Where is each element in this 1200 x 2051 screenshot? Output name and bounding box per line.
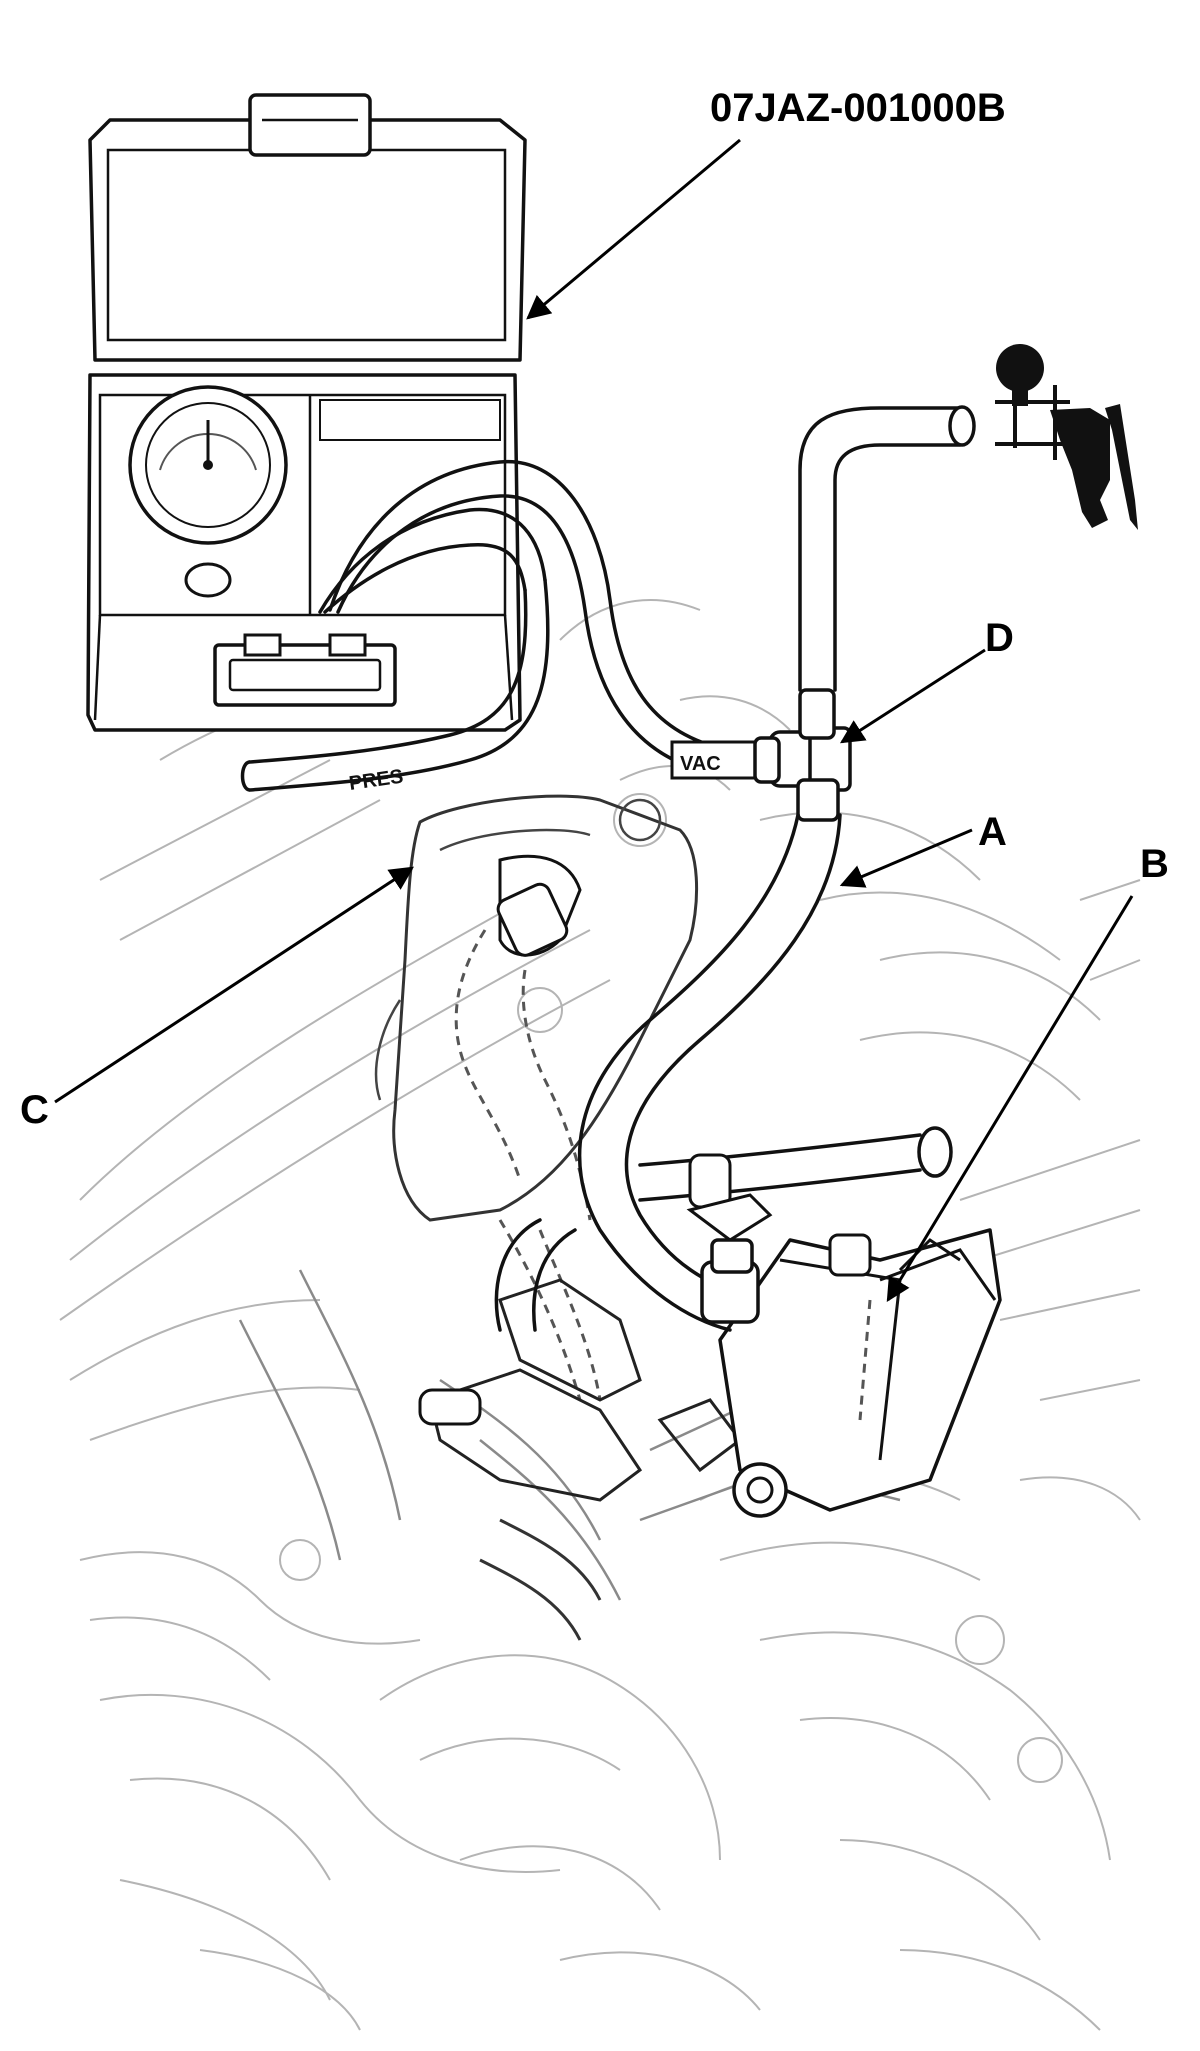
t-fitting (753, 688, 852, 822)
callout-d: D (985, 616, 1014, 660)
tool-number-label: 07JAZ-001000B (710, 86, 1006, 130)
valve-bracket (418, 1278, 743, 1641)
case-handle (213, 643, 397, 707)
vent-shut-valve (718, 1228, 1002, 1518)
callout-b: B (1140, 842, 1169, 886)
tester-hoses: PRES VAC (240, 459, 782, 795)
pres-hose-label: PRES (348, 766, 405, 795)
vac-hose-label: VAC (680, 753, 721, 775)
side-hoses (494, 1126, 953, 1332)
callout-a: A (978, 810, 1007, 854)
hand-vacuum-pump-icon (995, 344, 1138, 530)
pump-hose (798, 405, 976, 692)
evap-canister (374, 794, 698, 1401)
evap-pump-tester-case (86, 93, 527, 732)
callout-c: C (20, 1088, 49, 1132)
hose-a (578, 813, 842, 1332)
leader-lines (54, 138, 1134, 1303)
